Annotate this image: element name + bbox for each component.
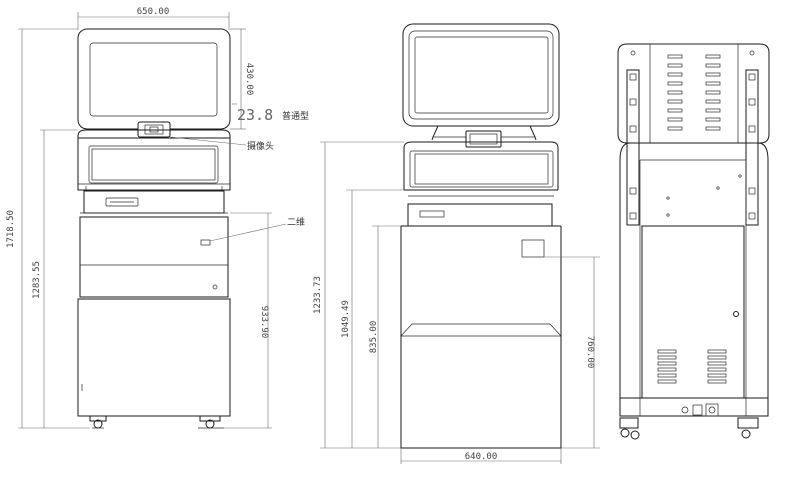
back-monitor-vents — [667, 54, 721, 131]
side-monitor-screen — [414, 36, 549, 114]
front-view: 650.00 — [6, 7, 309, 429]
side-camera-housing — [465, 130, 502, 148]
side-secondary-screen — [409, 150, 554, 188]
side-height-label: 1233.73 — [313, 276, 323, 314]
total-height-label: 1718.50 — [6, 210, 16, 248]
front-card-section — [83, 190, 225, 214]
side-cabinet — [400, 226, 562, 449]
side-qr-window — [521, 239, 545, 258]
card-reader-slot — [105, 197, 139, 207]
screen-size-note: 普通型 — [282, 110, 309, 122]
back-view — [617, 43, 770, 440]
screen-height-label: 430.00 — [244, 63, 254, 96]
back-caster-right — [737, 417, 759, 439]
camera-label: 摄像头 — [247, 140, 274, 152]
front-caster-left — [89, 415, 107, 429]
side-view: 640.00 1233.73 1049.49 835.00 760.00 — [313, 23, 600, 464]
side-lower-height-label: 835.00 — [369, 321, 379, 354]
qr-scanner-window — [200, 239, 211, 246]
back-caster-left — [619, 417, 640, 440]
power-panel — [681, 403, 719, 417]
side-monitor — [402, 23, 560, 127]
body-height-label: 1283.55 — [32, 261, 42, 299]
side-depth-label: 640.00 — [465, 452, 498, 462]
qr-label: 二维 — [287, 216, 305, 228]
lock-icon — [212, 284, 218, 290]
front-monitor-screen — [89, 42, 218, 117]
back-rail-left — [626, 69, 640, 226]
screen-size-label: 23.8 — [237, 106, 273, 124]
back-door-vents — [657, 349, 727, 384]
front-monitor — [77, 28, 231, 130]
side-cabinet-height-label: 760.00 — [585, 336, 595, 369]
front-cabinet-lower — [77, 298, 231, 417]
back-door — [641, 225, 745, 399]
back-rail-right — [745, 69, 759, 226]
side-card-section — [407, 203, 553, 227]
front-caster-right — [198, 415, 224, 429]
side-mid-height-label: 1049.49 — [341, 300, 351, 338]
front-secondary-screen — [88, 145, 219, 184]
back-body — [619, 142, 769, 417]
front-width-label: 650.00 — [137, 7, 170, 17]
lower-height-label: 933.90 — [259, 306, 269, 339]
front-cabinet-upper — [79, 216, 229, 298]
back-door-lock-icon — [733, 311, 739, 317]
